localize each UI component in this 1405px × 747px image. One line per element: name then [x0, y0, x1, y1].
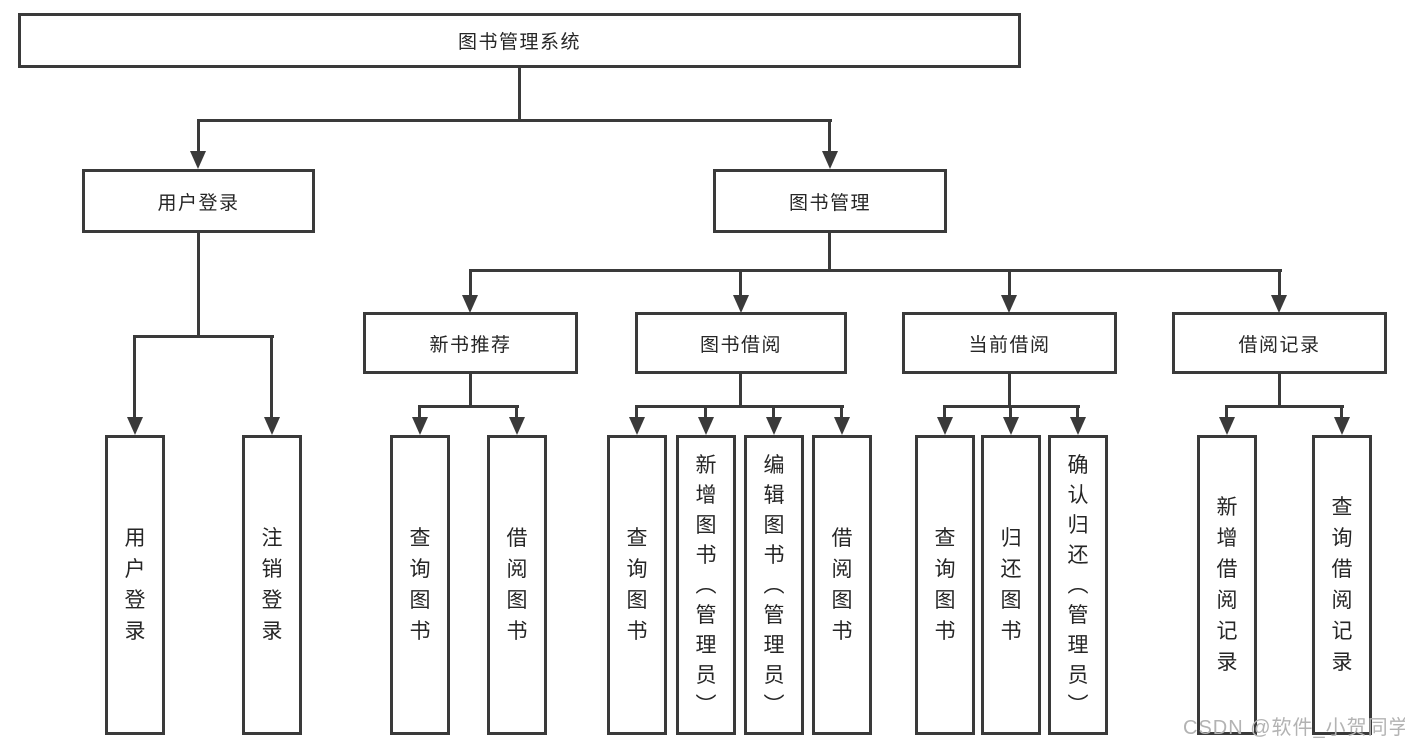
- node-current-borrow-label: 当前借阅: [968, 334, 1051, 356]
- connector-root-to-mgmt-shaft: [828, 119, 831, 153]
- arrowhead-borrow-leaf1-icon: [629, 417, 645, 435]
- leaf-borrow-query-books-label: 查询图书: [626, 527, 648, 643]
- connector-current-trunk: [1008, 374, 1011, 408]
- leaf-newbook-borrow-books: 借阅图书: [487, 435, 547, 735]
- connector-mgmt-current-shaft: [1008, 269, 1011, 297]
- arrowhead-current-leaf3-icon: [1070, 417, 1086, 435]
- node-current-borrow: 当前借阅: [902, 312, 1117, 374]
- arrowhead-current-leaf1-icon: [937, 417, 953, 435]
- node-book-management: 图书管理: [713, 169, 947, 233]
- leaf-newbook-borrow-books-label: 借阅图书: [506, 527, 528, 643]
- connector-login-leaf2-shaft: [270, 335, 273, 417]
- node-new-book-recommend-label: 新书推荐: [429, 334, 512, 356]
- node-book-borrow-label: 图书借阅: [699, 334, 782, 356]
- connector-root-to-login-shaft: [197, 119, 200, 153]
- arrowhead-root-to-login-icon: [190, 151, 206, 169]
- connector-newbook-leaf2-shaft: [515, 405, 518, 418]
- leaf-current-query-books-label: 查询图书: [934, 527, 956, 643]
- node-borrow-record: 借阅记录: [1172, 312, 1387, 374]
- leaf-borrow-edit-books-admin: 编辑图书︵管理员︶: [744, 435, 804, 735]
- leaf-current-return-books-label: 归还图书: [1000, 527, 1022, 643]
- leaf-current-query-books: 查询图书: [915, 435, 975, 735]
- leaf-current-return-books: 归还图书: [981, 435, 1041, 735]
- connector-newbook-leaf1-shaft: [418, 405, 421, 418]
- node-user-login: 用户登录: [82, 169, 315, 233]
- leaf-logout: 注销登录: [242, 435, 302, 735]
- connector-login-crossbar: [133, 335, 274, 338]
- arrowhead-current-leaf2-icon: [1003, 417, 1019, 435]
- connector-current-leaf3-shaft: [1076, 405, 1079, 418]
- connector-root-crossbar: [197, 119, 832, 122]
- connector-current-leaf2-shaft: [1009, 405, 1012, 418]
- arrowhead-mgmt-current-icon: [1001, 295, 1017, 313]
- leaf-borrow-borrow-books-label: 借阅图书: [831, 527, 853, 643]
- connector-record-leaf1-shaft: [1225, 405, 1228, 418]
- connector-record-trunk: [1278, 374, 1281, 408]
- node-root-library-system: 图书管理系统: [18, 13, 1021, 68]
- arrowhead-record-leaf1-icon: [1219, 417, 1235, 435]
- leaf-current-confirm-return-admin-label: 确认归还︵管理员︶: [1067, 453, 1089, 717]
- connector-login-leaf1-shaft: [133, 335, 136, 417]
- arrowhead-mgmt-newbook-icon: [462, 295, 478, 313]
- leaf-borrow-add-books-admin: 新增图书︵管理员︶: [676, 435, 736, 735]
- connector-borrow-crossbar: [635, 405, 844, 408]
- connector-borrow-leaf3-shaft: [772, 405, 775, 418]
- node-root-label: 图书管理系统: [457, 32, 581, 53]
- leaf-logout-label: 注销登录: [261, 527, 283, 643]
- leaf-borrow-add-books-admin-label: 新增图书︵管理员︶: [695, 453, 717, 717]
- arrowhead-record-leaf2-icon: [1334, 417, 1350, 435]
- connector-mgmt-record-shaft: [1278, 269, 1281, 297]
- connector-newbook-crossbar: [418, 405, 519, 408]
- arrowhead-borrow-leaf2-icon: [698, 417, 714, 435]
- arrowhead-mgmt-borrow-icon: [733, 295, 749, 313]
- node-book-management-label: 图书管理: [788, 192, 871, 214]
- connector-record-leaf2-shaft: [1340, 405, 1343, 418]
- leaf-record-add-record-label: 新增借阅记录: [1216, 496, 1238, 674]
- connector-borrow-trunk: [739, 374, 742, 408]
- leaf-record-query-record: 查询借阅记录: [1312, 435, 1372, 735]
- arrowhead-mgmt-record-icon: [1271, 295, 1287, 313]
- arrowhead-borrow-leaf4-icon: [834, 417, 850, 435]
- leaf-user-login: 用户登录: [105, 435, 165, 735]
- node-new-book-recommend: 新书推荐: [363, 312, 578, 374]
- leaf-record-query-record-label: 查询借阅记录: [1331, 496, 1353, 674]
- leaf-newbook-query-books: 查询图书: [390, 435, 450, 735]
- arrowhead-login-leaf1-icon: [127, 417, 143, 435]
- connector-current-leaf1-shaft: [943, 405, 946, 418]
- node-book-borrow: 图书借阅: [635, 312, 847, 374]
- csdn-watermark: CSDN @软件_小贺同学: [1183, 717, 1405, 739]
- connector-mgmt-borrow-shaft: [739, 269, 742, 297]
- node-borrow-record-label: 借阅记录: [1238, 334, 1321, 356]
- leaf-record-add-record: 新增借阅记录: [1197, 435, 1257, 735]
- connector-root-trunk: [518, 68, 521, 121]
- connector-record-crossbar: [1225, 405, 1344, 408]
- connector-login-trunk: [197, 233, 200, 337]
- arrowhead-login-leaf2-icon: [264, 417, 280, 435]
- leaf-borrow-edit-books-admin-label: 编辑图书︵管理员︶: [763, 453, 785, 717]
- connector-newbook-trunk: [469, 374, 472, 408]
- arrowhead-root-to-mgmt-icon: [822, 151, 838, 169]
- leaf-user-login-label: 用户登录: [124, 527, 146, 643]
- connector-mgmt-newbook-shaft: [469, 269, 472, 297]
- arrowhead-newbook-leaf2-icon: [509, 417, 525, 435]
- leaf-current-confirm-return-admin: 确认归还︵管理员︶: [1048, 435, 1108, 735]
- arrowhead-borrow-leaf3-icon: [766, 417, 782, 435]
- connector-borrow-leaf4-shaft: [840, 405, 843, 418]
- connector-borrow-leaf1-shaft: [635, 405, 638, 418]
- leaf-borrow-query-books: 查询图书: [607, 435, 667, 735]
- node-user-login-label: 用户登录: [157, 192, 240, 214]
- connector-borrow-leaf2-shaft: [704, 405, 707, 418]
- leaf-borrow-borrow-books: 借阅图书: [812, 435, 872, 735]
- connector-mgmt-trunk: [828, 233, 831, 272]
- connector-mgmt-crossbar: [469, 269, 1282, 272]
- arrowhead-newbook-leaf1-icon: [412, 417, 428, 435]
- leaf-newbook-query-books-label: 查询图书: [409, 527, 431, 643]
